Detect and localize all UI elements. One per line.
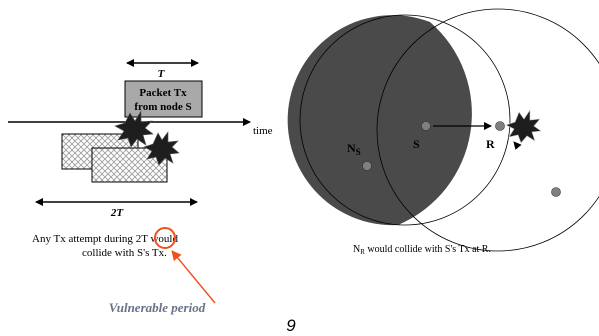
packet-box-line2: from node S	[134, 101, 191, 113]
node-r	[495, 121, 505, 131]
caption-highlight-2t: 2T	[136, 233, 149, 245]
right-caption-rest: would collide with S's Tx at R.	[365, 244, 491, 255]
label-s: S	[413, 137, 420, 151]
vulnerable-period-arrow	[171, 250, 216, 304]
label-ns-sub: S	[356, 147, 361, 157]
node-nr	[551, 187, 561, 197]
left-diagram: T time Packet Tx from node S 2T Any Tx a…	[8, 59, 273, 315]
node-s	[421, 121, 431, 131]
packet-box-line1: Packet Tx	[139, 87, 187, 99]
vulnerable-period-circle	[154, 227, 176, 249]
label-nr-main: N	[553, 169, 562, 183]
right-caption-prefix-sub: R	[360, 248, 365, 256]
left-caption-line2: collide with S's Tx.	[82, 247, 167, 259]
caption-prefix: Any Tx attempt during	[32, 233, 136, 245]
right-caption: NR would collide with S's Tx at R.	[353, 244, 491, 256]
page-number: 9	[286, 316, 296, 335]
nr-to-r-arrow	[513, 141, 553, 188]
right-diagram: NS S R NR NR would collide with S's Tx a…	[287, 8, 599, 256]
label-ns-main: N	[347, 141, 356, 155]
time-axis-label: time	[253, 125, 273, 137]
label-ns: NS	[347, 141, 361, 157]
collision-star-r	[505, 109, 542, 144]
label-nr: NR	[553, 169, 569, 185]
collision-star-2	[143, 131, 180, 166]
right-caption-prefix-main: N	[353, 244, 360, 255]
collision-star-1	[114, 109, 154, 148]
label-r: R	[486, 137, 495, 151]
sender-range-circle	[299, 14, 511, 226]
label-nr-sub: R	[562, 175, 569, 185]
packet-tx-box	[124, 80, 203, 118]
node-ns	[362, 161, 372, 171]
t-duration-label: T	[158, 68, 166, 80]
2t-duration-label: 2T	[110, 207, 125, 219]
hidden-terminal-region	[287, 15, 472, 226]
vulnerable-period-label: Vulnerable period	[109, 300, 206, 315]
receiver-range-circle	[376, 8, 599, 252]
